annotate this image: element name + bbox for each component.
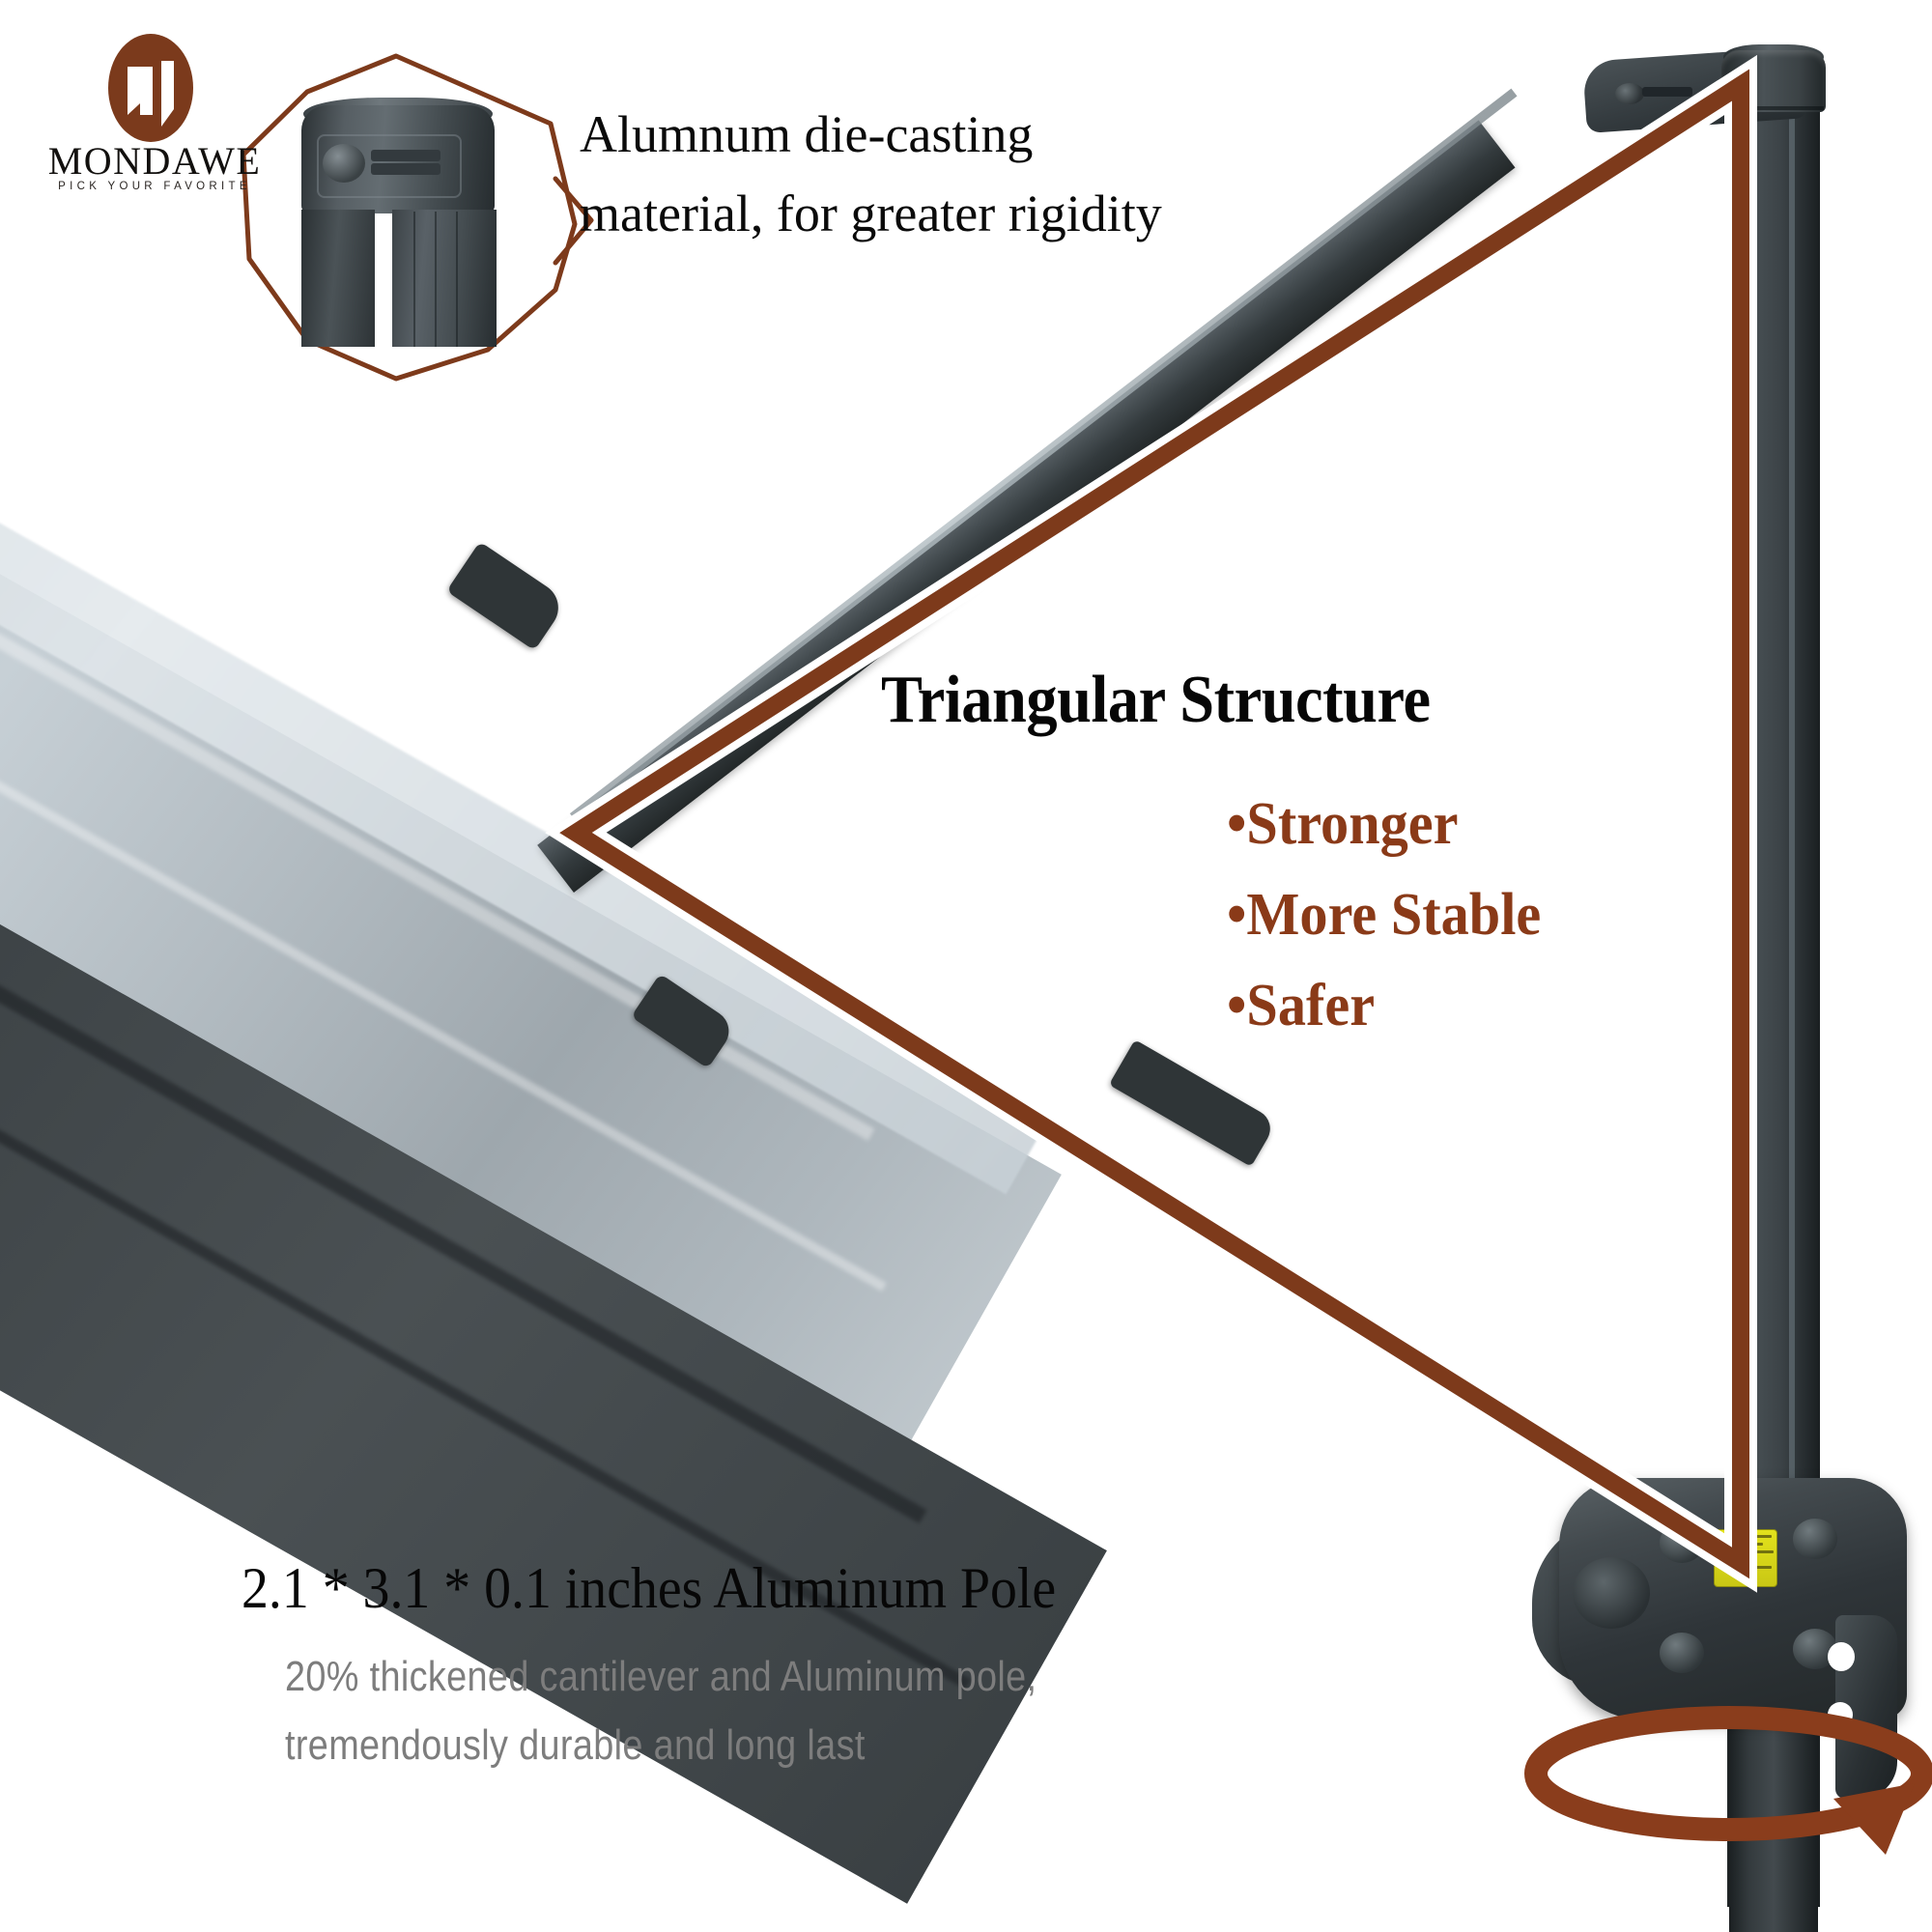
die-casting-callout-text: Alumnum die-casting material, for greate… <box>580 105 1162 243</box>
subcaption-line-1: 20% thickened cantilever and Aluminum po… <box>285 1653 1037 1700</box>
list-item-label: Safer <box>1246 973 1376 1039</box>
hub-warning-sticker <box>1714 1529 1777 1587</box>
triangular-structure-title: Triangular Structure <box>881 663 1431 737</box>
bullet-dot-icon: • <box>1227 882 1247 949</box>
list-item-label: Stronger <box>1246 791 1459 857</box>
pole-cap-seam <box>1723 106 1824 110</box>
handle-notch <box>1828 1642 1855 1671</box>
hub-bolt-cap <box>1660 1522 1704 1563</box>
hub-pivot-dimple <box>1573 1557 1650 1629</box>
list-item: •Safer <box>1227 960 1790 1051</box>
inset-shaft-rib <box>413 212 415 347</box>
shoulder-slot <box>1642 87 1692 97</box>
inset-shaft-rib <box>435 212 437 347</box>
inset-shaft-rib <box>456 212 458 347</box>
list-item: •More Stable <box>1227 869 1790 960</box>
canopy-rib-tip <box>1108 1039 1278 1167</box>
brand-name: MONDAWE <box>47 139 262 183</box>
canopy-rib-tip <box>446 541 568 651</box>
list-item: •Stronger <box>1227 779 1790 869</box>
mondawe-monogram-icon <box>108 34 193 142</box>
subcaption-line-2: tremendously durable and long last <box>285 1721 866 1770</box>
handle-notch <box>1828 1702 1853 1727</box>
brand-logo[interactable]: MONDAWE PICK YOUR FAVORITE <box>39 34 270 203</box>
inset-shaft-right <box>392 210 497 347</box>
benefit-bullet-list: •Stronger •More Stable •Safer <box>1188 779 1826 1052</box>
brand-tagline: PICK YOUR FAVORITE <box>58 181 251 192</box>
list-item-label: More Stable <box>1246 882 1542 949</box>
hub-bolt-cap <box>1793 1519 1837 1559</box>
pole-spec-caption: 2.1 * 3.1 * 0.1 inches Aluminum Pole <box>242 1556 1057 1620</box>
pole-cap <box>1721 50 1826 112</box>
inset-release-button <box>323 144 365 183</box>
hub-bolt-cap <box>1660 1633 1704 1673</box>
pole-edge-highlight <box>1789 93 1795 1909</box>
inset-shaft-left <box>301 210 375 347</box>
inset-recess-outline <box>317 134 462 198</box>
bullet-dot-icon: • <box>1227 791 1247 857</box>
shoulder-bolt <box>1615 83 1644 104</box>
die-cast-joint-closeup <box>288 94 500 347</box>
hexagon-inset-callout <box>230 53 563 386</box>
inset-slot <box>371 150 440 161</box>
bullet-dot-icon: • <box>1227 973 1247 1039</box>
durability-subcaption: 20% thickened cantilever and Aluminum po… <box>285 1642 1323 1780</box>
